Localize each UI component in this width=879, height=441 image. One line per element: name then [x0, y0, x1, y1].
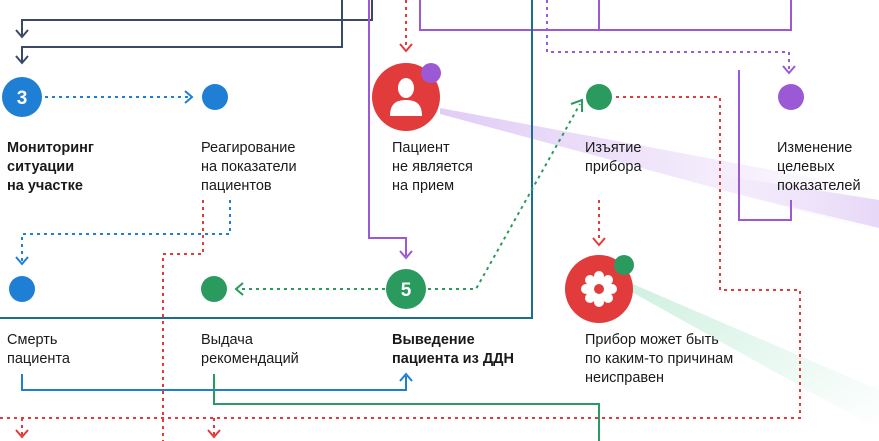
red-arrowhead-device [592, 237, 606, 247]
teal-frame [0, 0, 533, 319]
blue-dotted-react-to-death [21, 200, 231, 262]
purple-frame-top [419, 0, 792, 31]
green-recommend-down [213, 374, 600, 441]
node-withdraw[interactable] [586, 84, 612, 110]
node-death[interactable] [9, 276, 35, 302]
purple-target-loop [738, 70, 792, 221]
label-death: Смерть пациента [7, 332, 70, 367]
purple-badge [421, 63, 441, 83]
green-badge [614, 255, 634, 275]
node-n5-number: 5 [401, 280, 412, 301]
navy-arrowhead-b [15, 29, 29, 39]
node-n5[interactable]: 5 [386, 269, 426, 309]
label-n5: Выведение пациента из ДДН [392, 332, 514, 367]
purple-arrowhead-target [782, 65, 796, 75]
gear-icon [581, 271, 617, 307]
label-recommend: Выдача рекомендаций [201, 332, 299, 367]
purple-dotted-to-target [546, 0, 790, 70]
node-recommend[interactable] [201, 276, 227, 302]
green-dotted-n5-to-withdraw [428, 103, 581, 290]
node-n3[interactable]: 3 [2, 77, 42, 117]
red-arrowhead-bottom-left [15, 429, 29, 439]
label-device-fault: Прибор может быть по каким-то причинам н… [585, 332, 734, 386]
navy-connector-a [21, 0, 343, 62]
purple-arrowhead-n5 [399, 250, 413, 260]
node-patient-absent[interactable] [372, 63, 441, 131]
label-target-change: Изменение целевых показателей [777, 140, 861, 194]
node-target-change[interactable] [778, 84, 804, 110]
label-react: Реагирование на показатели пациентов [201, 140, 297, 194]
navy-connector-b [21, 0, 373, 36]
blue-arrowhead-n5 [399, 372, 413, 382]
green-arrowhead-recommend [234, 282, 244, 296]
purple-to-n5 [368, 0, 407, 256]
blue-arrowhead-death [15, 256, 29, 266]
node-react[interactable] [202, 84, 228, 110]
blue-arrowhead-react [184, 90, 194, 104]
navy-arrowhead-a [15, 55, 29, 65]
purple-beam-right [720, 175, 879, 228]
red-arrowhead-bottom-mid [207, 429, 221, 439]
node-n3-number: 3 [17, 88, 28, 109]
person-icon [390, 78, 422, 116]
label-monitoring: Мониторинг ситуации на участке [7, 140, 94, 194]
green-beam [628, 282, 879, 430]
node-device-fault[interactable] [565, 255, 634, 323]
red-arrowhead-patient [399, 43, 413, 53]
red-dotted-react-down [162, 200, 204, 441]
label-patient-absent: Пациент не является на прием [392, 140, 473, 194]
label-withdraw: Изъятие прибора [585, 140, 642, 175]
red-dotted-bottom [0, 96, 801, 419]
green-arrowhead-withdraw [570, 98, 583, 112]
